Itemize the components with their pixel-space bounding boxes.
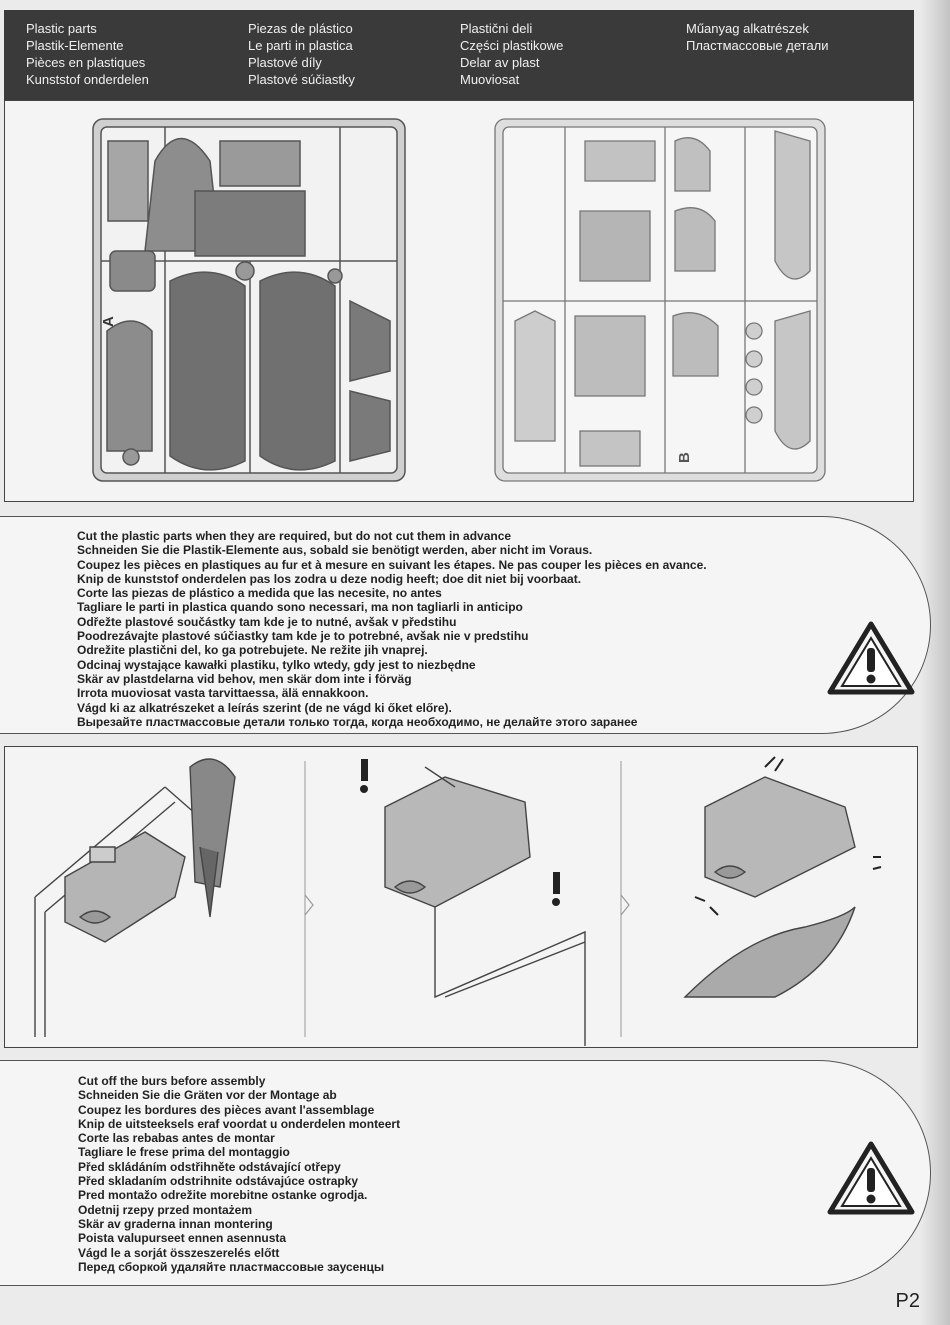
header-label: Plastik-Elemente <box>26 38 124 53</box>
warning-line: Schneiden Sie die Gräten vor der Montage… <box>78 1088 337 1103</box>
burrs-warning-text: Cut off the burs before assembly Schneid… <box>78 1074 400 1274</box>
warning-line: Poista valupurseet ennen asennusta <box>78 1231 287 1246</box>
warning-line: Pred montažo odrežite morebitne ostanke … <box>78 1188 368 1203</box>
warning-line: Schneiden Sie die Plastik-Elemente aus, … <box>77 543 593 558</box>
header-column-1: Plastic parts Plastik-Elemente Pièces en… <box>26 20 149 88</box>
warning-line: Knip de uitsteeksels eraf voordat u onde… <box>78 1116 401 1131</box>
warning-triangle-icon <box>827 1141 915 1215</box>
step-1-drawing <box>34 758 236 1037</box>
warning-line: Cut the plastic parts when they are requ… <box>77 529 512 543</box>
step-2-drawing <box>360 759 586 1046</box>
warning-line: Skär av graderna innan montering <box>78 1216 273 1231</box>
warning-triangle-icon <box>827 621 915 695</box>
header-label: Pièces en plastiques <box>26 55 146 70</box>
warning-line: Cut off the burs before assembly <box>78 1074 266 1088</box>
burrs-warning-box <box>0 1060 931 1286</box>
warning-line: Corte las piezas de plástico a medida qu… <box>77 586 442 601</box>
warning-line: Odřežte plastové součástky tam kde je to… <box>77 614 457 629</box>
warning-line: Odcinaj wystające kawałki plastiku, tylk… <box>77 657 476 672</box>
header-label: Plastic parts <box>26 21 97 36</box>
header-label: Пластмассовые детали <box>686 38 829 53</box>
sprue-b <box>494 118 826 482</box>
header-column-2: Piezas de plástico Le parti in plastica … <box>248 20 355 88</box>
warning-line: Tagliare le parti in plastica quando son… <box>77 600 523 615</box>
warning-line: Odetnij rzepy przed montażem <box>78 1202 253 1217</box>
warning-line: Vágd ki az alkatrészeket a leírás szerin… <box>77 700 452 715</box>
step-3-drawing <box>683 756 882 998</box>
sprue-a-label: A <box>100 316 117 327</box>
header-label: Plastové súčiastky <box>248 72 355 87</box>
sprue-a <box>92 118 406 482</box>
plastic-parts-header: Plastic parts Plastik-Elemente Pièces en… <box>4 10 914 100</box>
cut-parts-warning-text: Cut the plastic parts when they are requ… <box>77 529 707 729</box>
warning-line: Irrota muoviosat vasta tarvittaessa, älä… <box>77 686 369 701</box>
header-label: Plastové díly <box>248 55 322 70</box>
warning-line: Před skladaním odstrihnite odstávajúce o… <box>78 1174 359 1189</box>
header-label: Kunststof onderdelen <box>26 72 149 87</box>
header-column-4: Műanyag alkatrészek Пластмассовые детали <box>686 20 829 54</box>
warning-line: Coupez les bordures des pièces avant l'a… <box>78 1102 375 1117</box>
warning-line: Tagliare le frese prima del montaggio <box>78 1145 290 1160</box>
page-edge-shadow <box>920 0 950 1325</box>
cutting-steps-panel <box>4 746 918 1048</box>
page-number: P2 <box>895 1290 920 1312</box>
header-column-3: Plastični deli Części plastikowe Delar a… <box>460 20 563 88</box>
header-label: Műanyag alkatrészek <box>686 21 809 36</box>
header-label: Le parti in plastica <box>248 38 353 53</box>
warning-line: Вырезайте пластмассовые детали только то… <box>77 714 638 729</box>
cut-parts-warning-box <box>0 516 931 734</box>
header-label: Części plastikowe <box>460 38 564 53</box>
warning-line: Coupez les pièces en plastiques au fur e… <box>77 557 707 572</box>
warning-line: Knip de kunststof onderdelen pas los zod… <box>77 571 582 586</box>
header-label: Muoviosat <box>460 72 520 87</box>
header-label: Plastični deli <box>460 21 533 36</box>
sprue-drawings: A B <box>92 118 826 482</box>
warning-line: Před skládáním odstřihněte odstávající o… <box>78 1159 341 1174</box>
header-label: Piezas de plástico <box>248 21 353 36</box>
warning-line: Vágd le a sorját összeszerelés előtt <box>78 1245 280 1260</box>
warning-line: Corte las rebabas antes de montar <box>78 1131 275 1146</box>
warning-line: Poodrezávajte plastové súčiastky tam kde… <box>77 629 529 644</box>
warning-line: Skär av plastdelarna vid behov, men skär… <box>77 671 412 686</box>
sprue-illustration-panel: A B <box>4 100 914 502</box>
header-label: Delar av plast <box>460 55 540 70</box>
warning-line: Перед сборкой удаляйте пластмассовые зау… <box>78 1259 385 1274</box>
cutting-steps-drawings <box>34 756 882 1046</box>
sprue-b-label: B <box>676 452 693 463</box>
warning-line: Odrežite plastični del, ko ga potrebujet… <box>77 643 428 658</box>
